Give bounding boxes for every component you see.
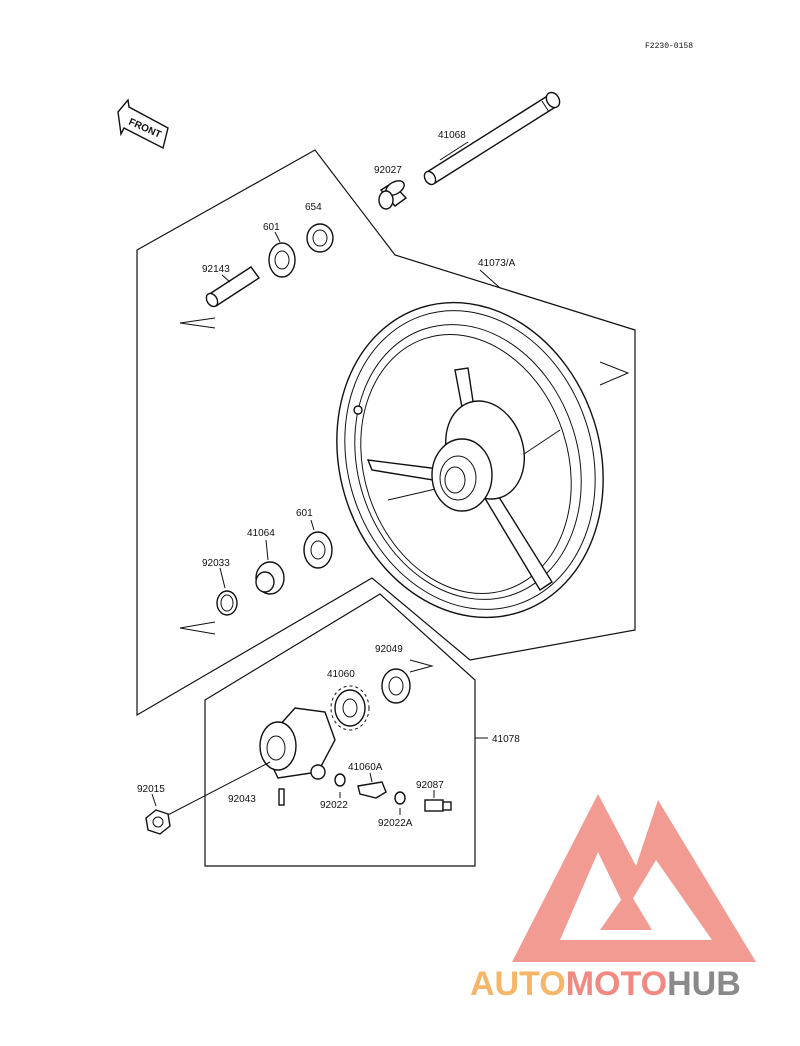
corner-mark-hub <box>409 659 434 673</box>
label-41060A: 41060A <box>348 762 383 773</box>
label-92043: 92043 <box>228 794 256 805</box>
label-92143: 92143 <box>202 264 230 275</box>
washer-a-part <box>394 791 406 805</box>
watermark-text: AUTOMOTOHUB <box>470 965 741 1003</box>
label-92022A: 92022A <box>378 818 413 829</box>
distance-collar-part <box>205 266 260 308</box>
pin-part <box>278 788 285 806</box>
collar-part <box>378 180 408 210</box>
automotohub-logo <box>512 794 756 962</box>
gearbox-housing-part <box>259 707 336 780</box>
label-92087: 92087 <box>416 780 444 791</box>
label-41078: 41078 <box>492 734 520 745</box>
pinion-part <box>357 781 387 799</box>
label-41060: 41060 <box>327 669 355 680</box>
wheel-assembly-outline <box>136 149 636 717</box>
axle-reference-line <box>161 761 271 819</box>
circlip-part <box>216 590 238 616</box>
label-41068: 41068 <box>438 130 466 141</box>
watermark-moto: MOTO <box>566 965 667 1003</box>
coupling-part <box>255 561 285 595</box>
hub-seal-part <box>381 668 411 704</box>
label-601-top: 601 <box>263 222 280 233</box>
axle-nut-part <box>145 809 171 835</box>
corner-mark-left-bottom <box>179 621 216 635</box>
seal-part <box>306 223 334 253</box>
bearing-top-part <box>268 242 296 278</box>
washer-part <box>334 773 346 787</box>
figure-code: F2230-0158 <box>645 42 693 51</box>
label-92027: 92027 <box>374 165 402 176</box>
hub-assembly-outline <box>204 593 476 867</box>
label-41064: 41064 <box>247 528 275 539</box>
watermark-auto: AUTO <box>470 965 566 1003</box>
label-92033: 92033 <box>202 558 230 569</box>
label-41073A: 41073/A <box>478 258 516 269</box>
bearing-bottom-part <box>303 531 333 569</box>
bushing-part <box>424 799 452 812</box>
corner-mark-right <box>599 361 630 386</box>
front-arrow-icon: FRONT <box>117 98 169 150</box>
watermark-hub: HUB <box>667 965 741 1003</box>
gear-part <box>330 685 370 731</box>
corner-mark-left-top <box>179 317 216 329</box>
label-92022: 92022 <box>320 800 348 811</box>
label-601-bottom: 601 <box>296 508 313 519</box>
wheel-rim <box>336 301 604 619</box>
label-654: 654 <box>305 202 322 213</box>
axle-part <box>423 91 561 186</box>
label-92015: 92015 <box>137 784 165 795</box>
label-92049: 92049 <box>375 644 403 655</box>
